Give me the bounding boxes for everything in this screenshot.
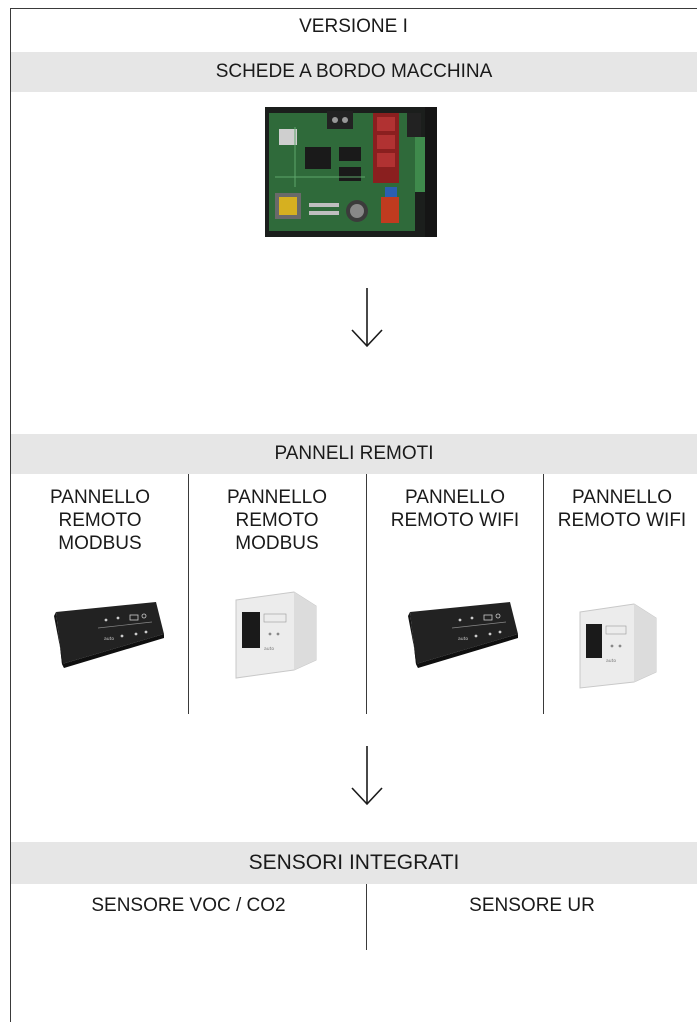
circuit-board-image: [265, 107, 437, 237]
panel-label-wifi-black: PANNELLO REMOTO WIFI: [390, 487, 520, 531]
svg-text:auto: auto: [606, 658, 616, 664]
panel-label-modbus-white: PANNELLO REMOTO MODBUS: [227, 487, 327, 554]
column-divider: [188, 474, 189, 714]
sensor-label-ur: SENSORE UR: [469, 895, 595, 916]
svg-text:auto: auto: [264, 646, 274, 652]
section-header-sensors-label: SENSORI INTEGRATI: [248, 851, 460, 874]
page-frame: [10, 8, 697, 1022]
panel-label-modbus-black: PANNELLO REMOTO MODBUS: [50, 487, 150, 554]
column-divider: [543, 474, 544, 714]
remote-panel-black-image: auto: [408, 602, 518, 668]
section-header-panels-label: PANNELI REMOTI: [274, 443, 434, 464]
page-title: VERSIONE I: [299, 16, 408, 37]
section-header-boards: SCHEDE A BORDO MACCHINA: [11, 52, 697, 92]
svg-text:auto: auto: [458, 636, 468, 642]
remote-panel-black-image: auto: [54, 602, 164, 668]
column-divider: [366, 884, 367, 950]
svg-text:auto: auto: [104, 636, 114, 642]
remote-panel-white-image: auto: [579, 603, 657, 689]
arrow-down-icon: [351, 746, 383, 806]
section-header-sensors: SENSORI INTEGRATI: [11, 842, 697, 884]
arrow-down-icon: [351, 288, 383, 348]
section-header-boards-label: SCHEDE A BORDO MACCHINA: [215, 61, 493, 82]
column-divider: [366, 474, 367, 714]
panel-label-wifi-white: PANNELLO REMOTO WIFI: [557, 487, 687, 531]
section-header-panels: PANNELI REMOTI: [11, 434, 697, 474]
remote-panel-white-image: auto: [235, 591, 317, 679]
sensor-label-voc-co2: SENSORE VOC / CO2: [91, 895, 286, 916]
